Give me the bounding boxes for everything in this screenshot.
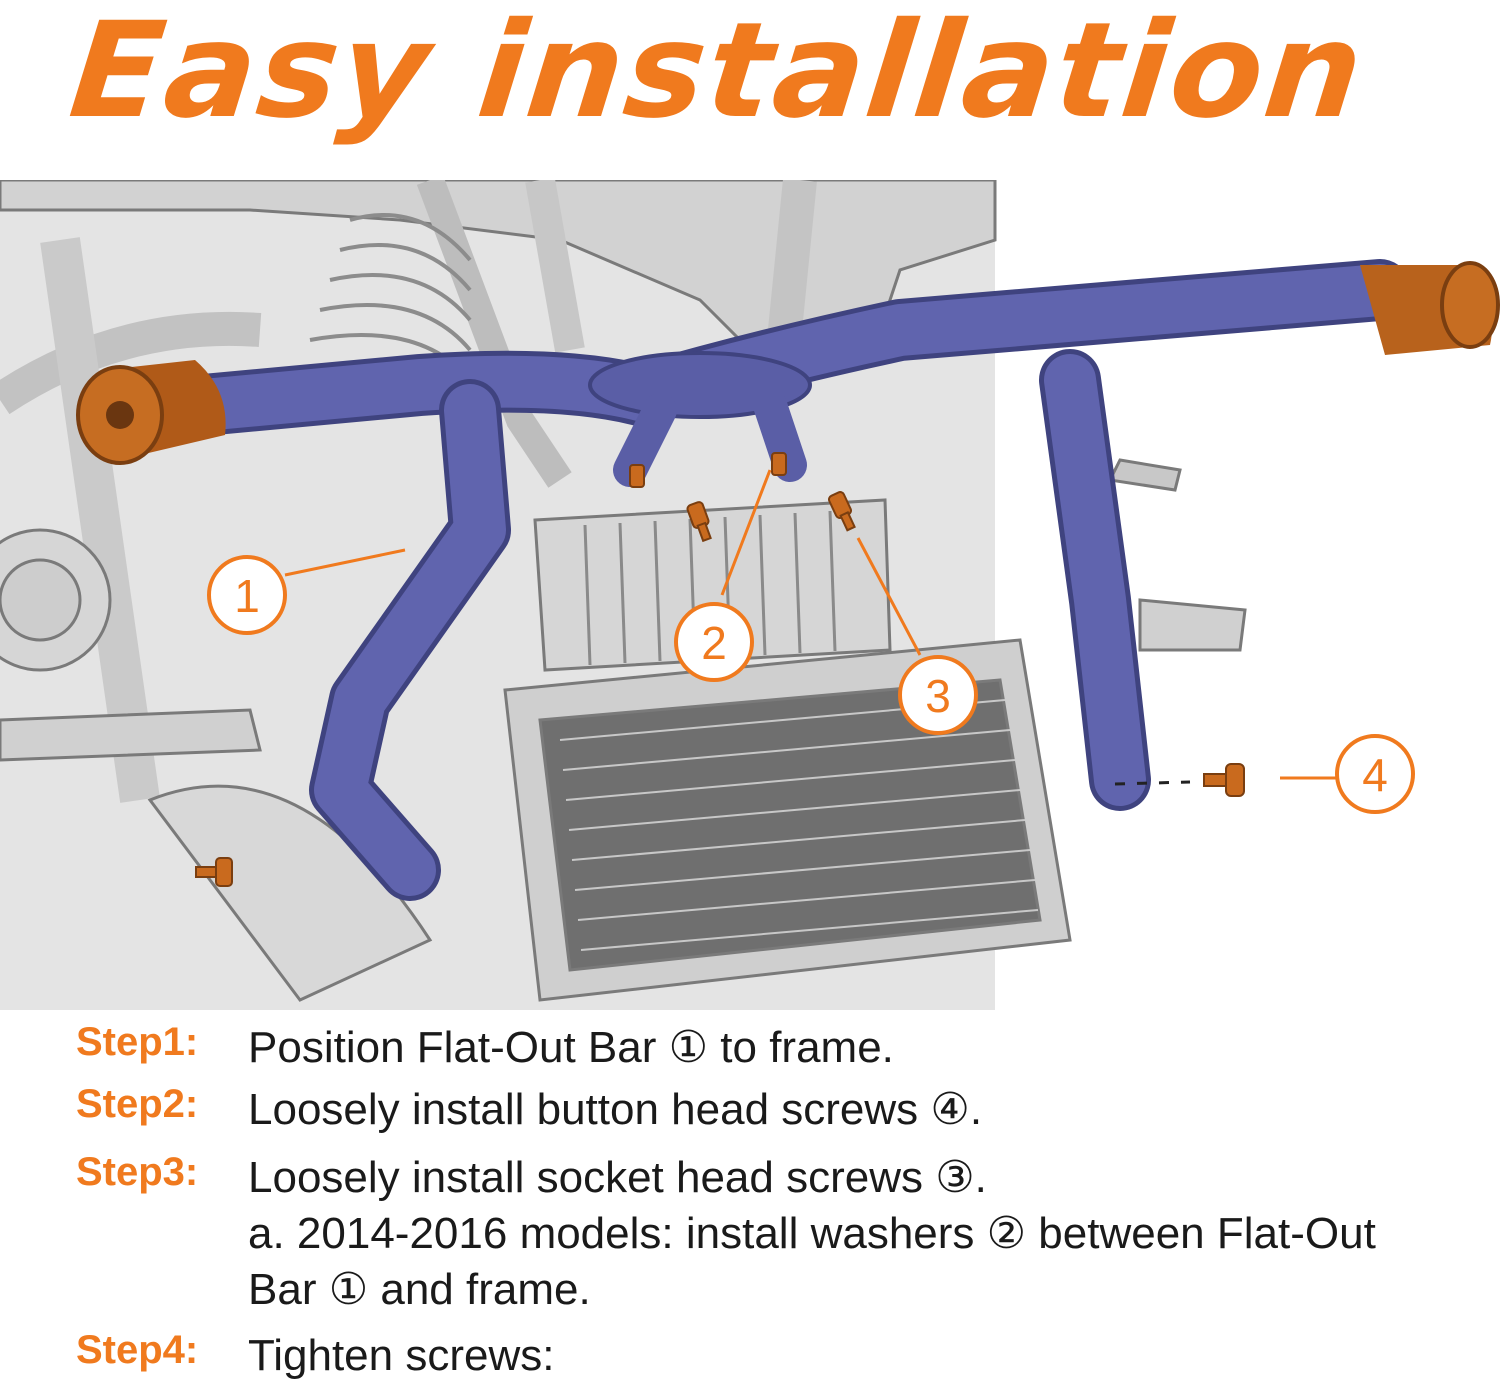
end-slider-left bbox=[76, 360, 226, 465]
step-line: Bar ① and frame. bbox=[248, 1265, 591, 1314]
end-slider-right bbox=[1360, 261, 1500, 355]
svg-text:3: 3 bbox=[925, 670, 951, 722]
step-line: Tighten screws: bbox=[248, 1331, 555, 1380]
screw-icon bbox=[195, 452, 1245, 887]
svg-text:4: 4 bbox=[1362, 749, 1388, 801]
radiator-grid bbox=[559, 699, 1039, 951]
step-line: a. 2014-2016 models: install washers ② b… bbox=[248, 1209, 1376, 1258]
step-text: Loosely install button head screws ④. bbox=[248, 1082, 1478, 1138]
step-line: Loosely install button head screws ④. bbox=[248, 1085, 983, 1134]
callout-2: 2 bbox=[674, 602, 754, 682]
step-label: Step1: bbox=[76, 1020, 199, 1064]
callout-3: 3 bbox=[898, 655, 978, 735]
svg-text:2: 2 bbox=[701, 617, 727, 669]
installation-diagram: 1 2 3 4 bbox=[0, 180, 1500, 1010]
flat-out-bar bbox=[119, 259, 1411, 901]
step-label: Step3: bbox=[76, 1150, 199, 1194]
step-line: Position Flat-Out Bar ① to frame. bbox=[248, 1023, 894, 1072]
step-line: Loosely install socket head screws ③. bbox=[248, 1153, 987, 1202]
step-label: Step2: bbox=[76, 1082, 199, 1126]
step-label: Step4: bbox=[76, 1328, 199, 1372]
step-text: Tighten screws: bbox=[248, 1328, 1478, 1384]
page-title: Easy installation bbox=[63, 0, 1372, 148]
svg-text:1: 1 bbox=[234, 570, 260, 622]
step-text: Position Flat-Out Bar ① to frame. bbox=[248, 1020, 1478, 1076]
step-text: Loosely install socket head screws ③. a.… bbox=[248, 1150, 1478, 1318]
callout-4: 4 bbox=[1335, 734, 1415, 814]
callout-1: 1 bbox=[207, 555, 287, 635]
leader-lines bbox=[284, 469, 1340, 780]
